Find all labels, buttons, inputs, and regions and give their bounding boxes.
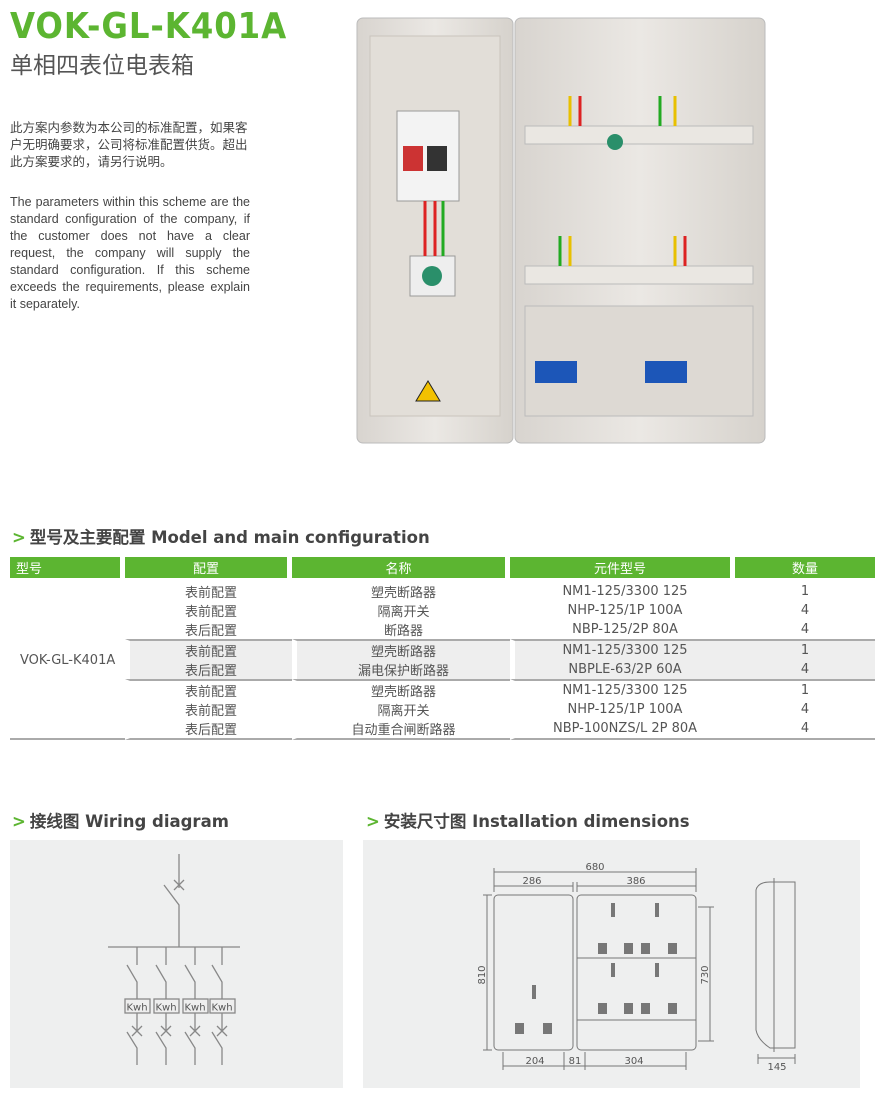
model-cell: VOK-GL-K401A xyxy=(10,582,125,740)
description-chinese: 此方案内参数为本公司的标准配置，如果客户无明确要求，公司将标准配置供货。超出此方… xyxy=(10,120,248,169)
quantity-cell: 1 xyxy=(800,584,810,599)
name-cell: 塑壳断路器 xyxy=(292,639,510,660)
name-cell: 隔离开关 xyxy=(292,700,510,719)
description-english: The parameters within this scheme are th… xyxy=(10,195,250,311)
product-subtitle: 单相四表位电表箱 xyxy=(10,53,194,79)
quantity-cell: 4 xyxy=(800,603,810,618)
quantity-cell: 4 xyxy=(735,719,875,740)
config-cell: 表后配置 xyxy=(125,719,292,740)
dim-bottom-left: 204 xyxy=(525,1056,544,1067)
config-section-heading: >型号及主要配置 Model and main configuration xyxy=(12,528,430,547)
kwh-meter-label: Kwh xyxy=(184,1003,205,1014)
part-number-cell: NHP-125/1P 100A xyxy=(510,601,735,620)
config-cell: 表前配置 xyxy=(125,601,292,620)
name-cell: 隔离开关 xyxy=(292,601,510,620)
part-number-cell: NBP-100NZS/L 2P 80A xyxy=(510,719,735,740)
meter-branch: Kwh xyxy=(153,947,180,1065)
dim-bottom-gap: 81 xyxy=(569,1056,582,1067)
config-cell: 表后配置 xyxy=(125,620,292,639)
part-number-cell: NHP-125/1P 100A xyxy=(510,700,735,719)
dim-depth: 145 xyxy=(767,1062,786,1073)
part-number-cell: NM1-125/3300 125 xyxy=(510,582,735,601)
part-number-cell: NBPLE-63/2P 60A xyxy=(510,660,735,679)
name-cell: 自动重合闸断路器 xyxy=(292,719,510,740)
quantity-cell: 1 xyxy=(735,679,875,700)
name-cell: 塑壳断路器 xyxy=(292,679,510,700)
kwh-meter-label: Kwh xyxy=(155,1003,176,1014)
dim-height: 810 xyxy=(477,965,488,984)
quantity-cell: 4 xyxy=(800,702,810,717)
meter-branch: Kwh xyxy=(209,947,236,1065)
wiring-diagram-panel: Kwh Kwh Kwh Kwh xyxy=(10,840,343,1088)
product-photo xyxy=(356,17,766,444)
installation-dimensions-panel: 680 286 386 810 730 204 81 304 145 xyxy=(363,840,860,1088)
kwh-meter-label: Kwh xyxy=(211,1003,232,1014)
wiring-diagram: Kwh Kwh Kwh Kwh xyxy=(108,854,240,1065)
quantity-cell: 4 xyxy=(735,660,875,679)
part-number-cell: NM1-125/3300 125 xyxy=(510,639,735,660)
name-cell: 漏电保护断路器 xyxy=(292,660,510,679)
quantity-cell: 4 xyxy=(800,622,810,637)
part-number-cell: NBP-125/2P 80A xyxy=(510,620,735,639)
meter-branch: Kwh xyxy=(124,947,151,1065)
part-number-cell: NM1-125/3300 125 xyxy=(510,679,735,700)
meter-branch: Kwh xyxy=(182,947,209,1065)
install-section-heading: >安装尺寸图 Installation dimensions xyxy=(366,812,690,831)
kwh-meter-label: Kwh xyxy=(126,1003,147,1014)
product-model-title: VOK-GL-K401A xyxy=(10,6,288,47)
wiring-section-heading: >接线图 Wiring diagram xyxy=(12,812,229,831)
header-config: 配置 xyxy=(125,557,292,578)
dim-bottom-right: 304 xyxy=(624,1056,643,1067)
quantity-cell: 1 xyxy=(735,639,875,660)
header-model: 型号 xyxy=(10,557,125,578)
installation-drawing: 680 286 386 810 730 204 81 304 145 xyxy=(477,862,796,1073)
dim-total-width: 680 xyxy=(585,862,604,873)
config-cell: 表前配置 xyxy=(125,582,292,601)
dim-left-width: 286 xyxy=(522,876,541,887)
config-cell: 表前配置 xyxy=(125,700,292,719)
config-cell: 表前配置 xyxy=(125,639,292,660)
header-part-number: 元件型号 xyxy=(510,557,735,578)
name-cell: 断路器 xyxy=(292,620,510,639)
config-cell: 表前配置 xyxy=(125,679,292,700)
header-name: 名称 xyxy=(292,557,510,578)
config-cell: 表后配置 xyxy=(125,660,292,679)
dim-right-width: 386 xyxy=(626,876,645,887)
dim-mount-height: 730 xyxy=(700,965,711,984)
header-quantity: 数量 xyxy=(735,557,875,578)
name-cell: 塑壳断路器 xyxy=(292,582,510,601)
